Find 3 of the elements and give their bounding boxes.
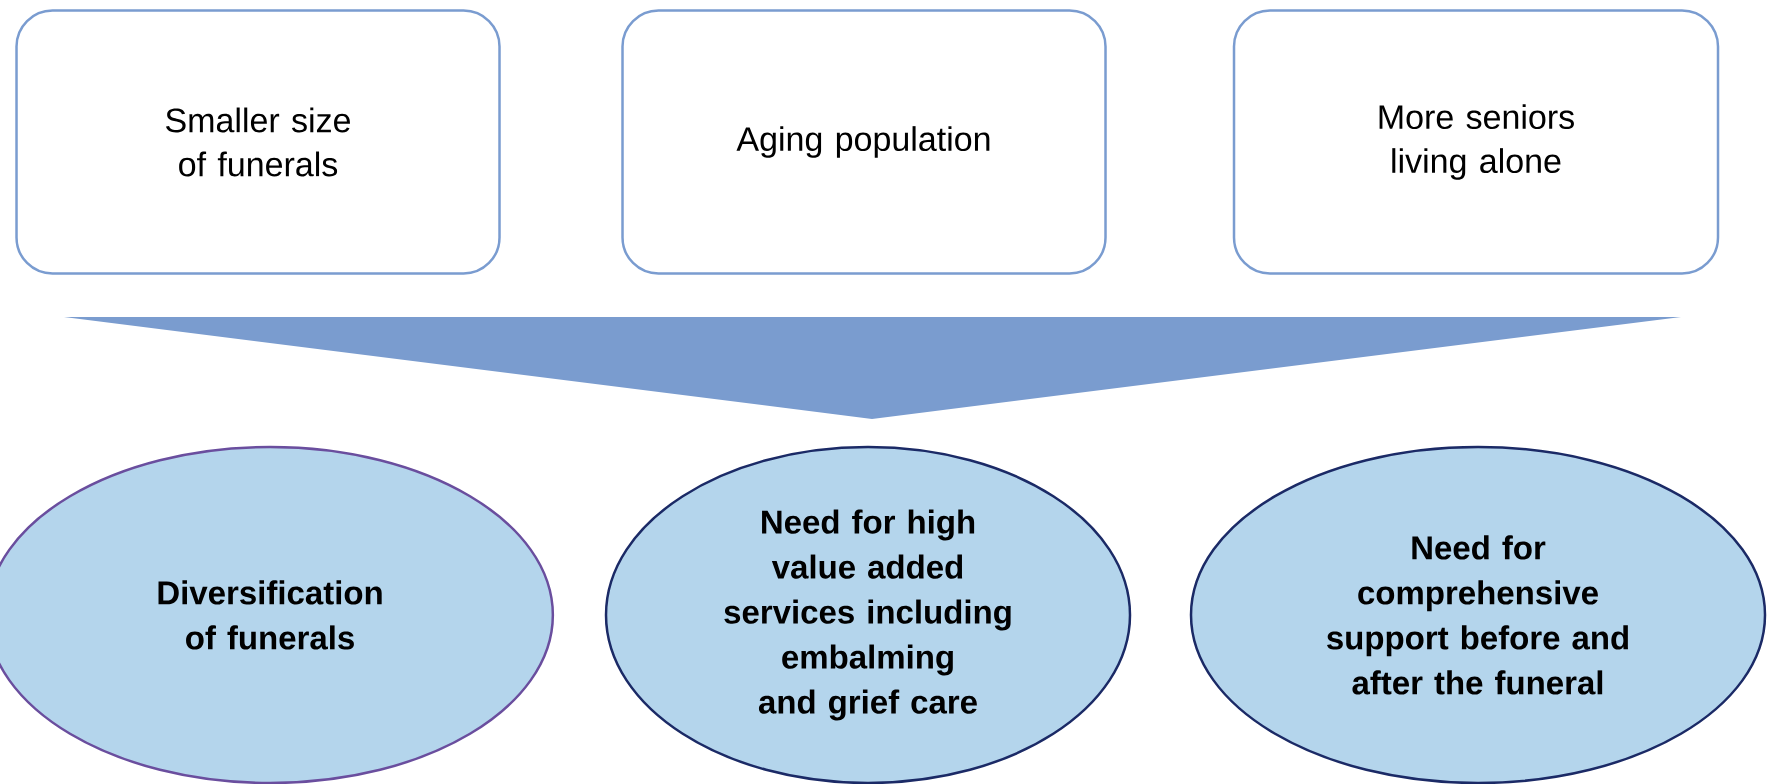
text-box: Smaller size of funerals — [15, 9, 501, 275]
text-box: More seniors living alone — [1232, 9, 1720, 275]
text-box: Aging population — [621, 9, 1107, 275]
